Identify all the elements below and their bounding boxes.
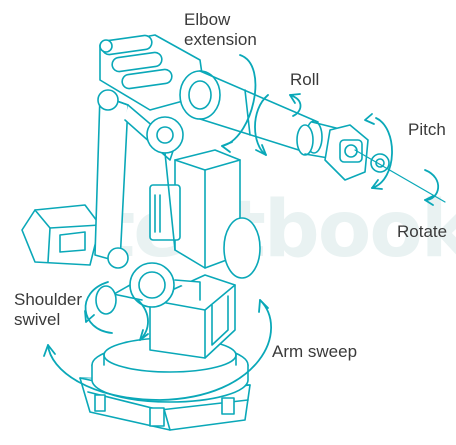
counterweight	[21, 204, 101, 266]
top-cylinders	[99, 34, 206, 111]
rotate-label: Rotate	[397, 222, 448, 241]
elbow-joint	[146, 116, 184, 251]
forearm	[179, 70, 353, 161]
upper-arm	[149, 149, 261, 279]
wrist	[324, 124, 390, 181]
pitch-label: Pitch	[408, 120, 446, 139]
motion-arrows	[43, 54, 440, 401]
arm-sweep-label: Arm sweep	[272, 342, 358, 361]
shoulder-swivel-label: Shoulder swivel	[14, 290, 83, 329]
roll-label: Roll	[290, 70, 320, 89]
shoulder-housing	[95, 262, 201, 315]
elbow-extension-label: Elbow extension	[184, 10, 257, 49]
